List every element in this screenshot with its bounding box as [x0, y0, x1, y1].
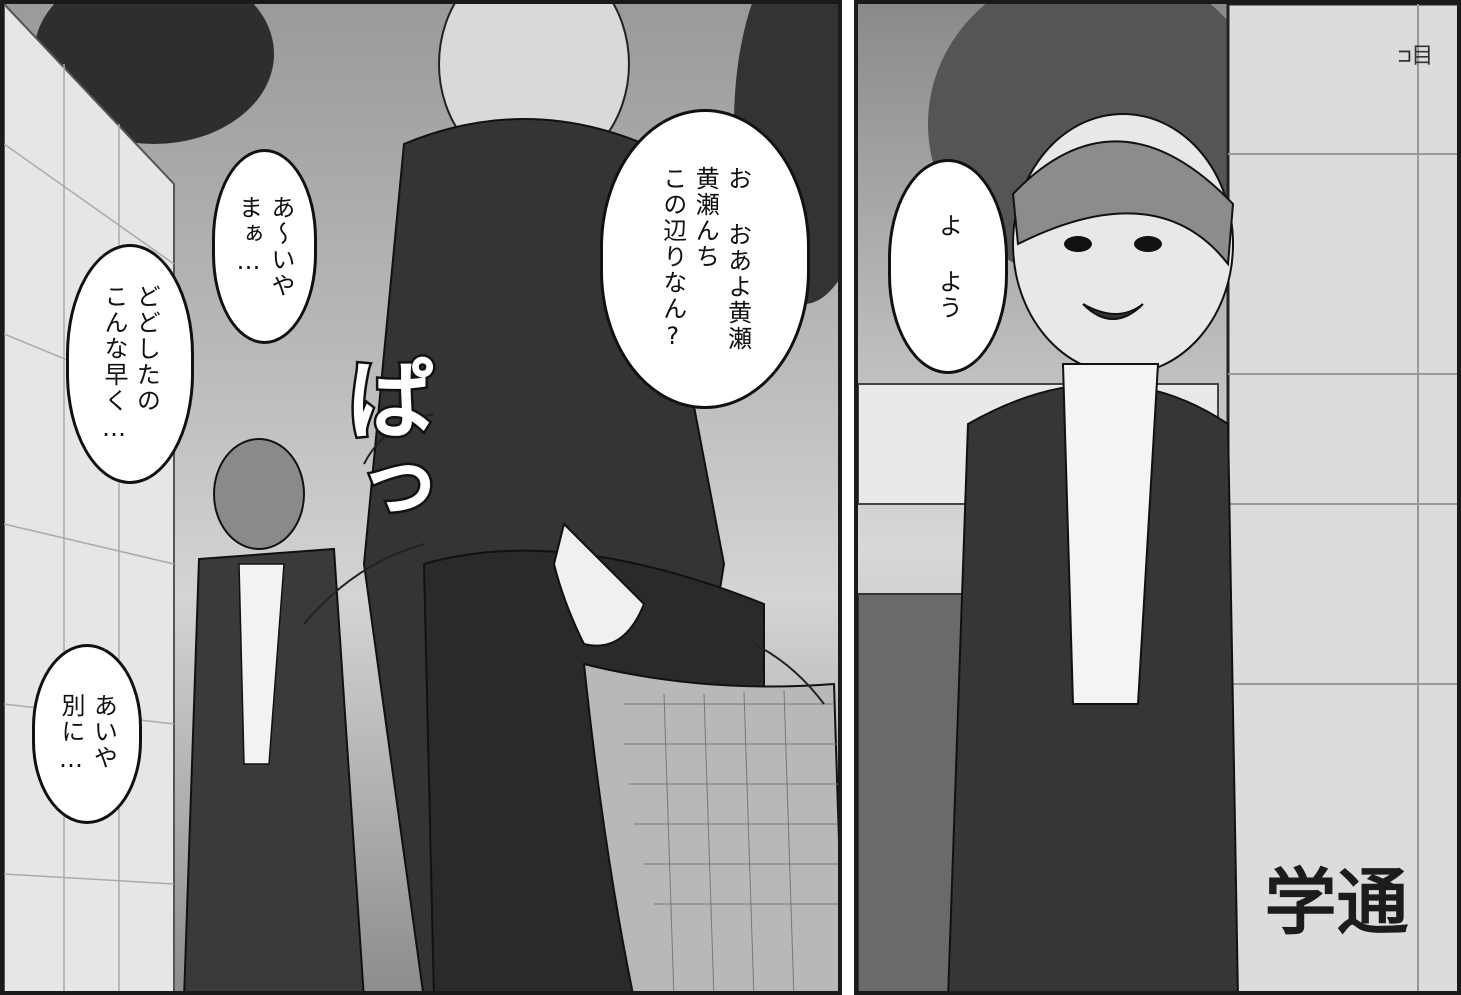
speech-text: お おあよ黄瀬 黄瀬んち この辺りなん?: [658, 166, 752, 352]
speech-bubble-doshitano: どどしたの こんな早く…: [66, 244, 194, 484]
speech-text: あいや 別に…: [57, 693, 118, 775]
speech-text: どどしたの こんな早く…: [100, 284, 161, 444]
speech-bubble-aa-iya: あ～いや まぁ…: [212, 149, 317, 344]
sound-effect-pa: ぱっ: [330, 352, 438, 533]
speech-bubble-yo: よ よう: [888, 159, 1008, 374]
speech-bubble-greeting: お おあよ黄瀬 黄瀬んち この辺りなん?: [600, 109, 810, 409]
panel-right: よ よう 通学 ⊐目: [854, 0, 1461, 995]
speech-text: あ～いや まぁ…: [234, 194, 295, 299]
speech-bubble-betsu-ni: あいや 別に…: [32, 644, 142, 824]
panel-left: お おあよ黄瀬 黄瀬んち この辺りなん? あ～いや まぁ… どどしたの こんな早…: [0, 0, 842, 995]
speech-text: よ よう: [934, 212, 963, 321]
wall-text: ⊐目: [1398, 44, 1434, 69]
panel-right-artwork: [858, 4, 1457, 991]
school-sign-text: 通学: [1252, 864, 1409, 936]
